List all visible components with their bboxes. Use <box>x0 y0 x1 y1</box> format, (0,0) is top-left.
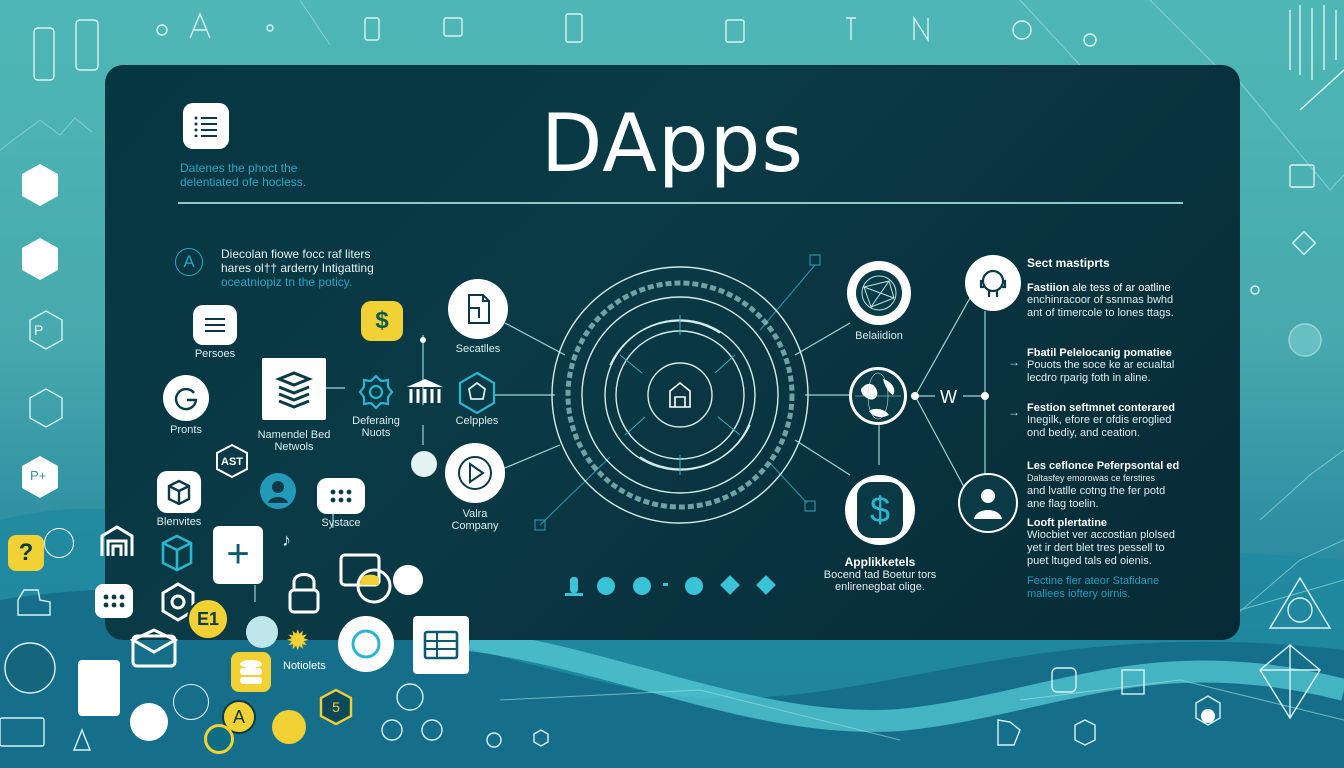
pager <box>563 575 783 605</box>
grid-dots-icon[interactable] <box>317 478 365 514</box>
grid-tile-icon[interactable] <box>95 584 133 618</box>
table-icon[interactable] <box>413 616 469 674</box>
file-icon[interactable] <box>78 660 120 716</box>
globe-outline-icon <box>173 684 209 720</box>
play-circle-icon[interactable] <box>445 443 505 503</box>
node-label-persoes: Persoes <box>194 348 236 360</box>
pager-item-circle[interactable] <box>685 577 703 595</box>
list-icon[interactable] <box>193 305 237 345</box>
ast-hexagon-icon[interactable]: AST <box>215 443 249 479</box>
list-icon[interactable] <box>183 103 229 149</box>
letter-a-circle-icon: A <box>175 248 203 276</box>
connector-lines <box>177 254 989 602</box>
node-label-systace: Systace <box>321 517 361 529</box>
coin-icon <box>44 528 74 558</box>
right-section: Looft plertatine Wiocbiet ver accostian … <box>1027 517 1175 567</box>
layers-icon[interactable] <box>262 358 326 420</box>
side-hex-label-p-plus: P+ <box>30 468 47 483</box>
side-hex-label-p: P <box>34 322 44 338</box>
lock-icon[interactable] <box>286 570 322 616</box>
person-icon[interactable] <box>958 473 1018 533</box>
user-circle-icon[interactable] <box>260 473 296 509</box>
right-section: Fastiion ale tess of ar oatline enchinra… <box>1027 282 1174 319</box>
add-document-icon[interactable]: + <box>213 526 263 584</box>
database-stack-icon[interactable] <box>393 565 423 595</box>
network-globe-icon <box>411 451 437 477</box>
house-icon[interactable] <box>98 524 136 558</box>
node-label-blenvites: Blenvites <box>156 516 202 528</box>
svg-text:5: 5 <box>332 699 340 715</box>
venn-icon[interactable] <box>338 552 394 606</box>
node-label-secatlles: Secatlles <box>455 343 501 355</box>
title-divider <box>178 202 1183 204</box>
database-icon[interactable] <box>231 652 271 692</box>
lead-text: Diecolan fiowe focc raf liters hares ol†… <box>221 247 374 289</box>
right-column-header: Sect mastiprts <box>1027 256 1110 270</box>
basket-icon[interactable] <box>130 703 168 741</box>
pager-item-circle[interactable] <box>597 577 615 595</box>
gear-icon[interactable] <box>160 582 196 622</box>
globe-wire-icon[interactable] <box>847 261 911 325</box>
settings-ring-icon[interactable] <box>338 616 394 672</box>
hexagon-icon[interactable] <box>457 371 497 415</box>
arrow-icon: → <box>1008 355 1020 369</box>
cube-icon[interactable] <box>157 471 201 513</box>
e1-badge-icon[interactable]: E1 <box>187 598 229 640</box>
hexagon-number-icon[interactable]: 5 <box>318 688 354 726</box>
refresh-badge-icon[interactable] <box>246 616 278 648</box>
bank-icon[interactable] <box>405 377 445 407</box>
node-label-celpples: Celpples <box>455 415 499 427</box>
mail-icon[interactable] <box>130 628 178 670</box>
right-section: Fbatil Pelelocanig pomatiee Pouots the s… <box>1027 347 1175 384</box>
dollar-icon[interactable]: $ <box>361 301 403 341</box>
right-column-footer: Fectine fler ateor Stafidane mallees iof… <box>1027 575 1160 600</box>
g-circle-icon[interactable] <box>163 375 209 421</box>
svg-text:AST: AST <box>221 456 243 468</box>
junction-label: W <box>940 387 957 407</box>
right-section: Les ceflonce Peferpsontal ed Daltasfey e… <box>1027 460 1180 510</box>
pager-item-diamond[interactable] <box>756 575 776 595</box>
sun-gear-icon: ✹ <box>286 625 310 656</box>
dollar-circle-icon[interactable]: $ <box>845 475 915 545</box>
dapps-panel: DApps Datenes the phoct the delentiated … <box>105 65 1240 640</box>
cube-outline-icon[interactable] <box>160 534 194 572</box>
music-icon: ♪ <box>282 530 291 550</box>
network-gear-icon[interactable] <box>357 373 395 411</box>
pager-separator <box>663 583 668 586</box>
page-title: DApps <box>540 97 805 190</box>
node-label-belaiidion: Belaiidion <box>855 330 903 342</box>
pager-item-circle[interactable] <box>633 577 651 595</box>
notelets-label: Notiolets <box>283 660 326 672</box>
arrow-icon: → <box>1008 405 1020 419</box>
intro-text: Datenes the phoct the delentiated ofe ho… <box>180 161 307 189</box>
document-icon[interactable] <box>448 279 508 339</box>
node-label-pronts: Pronts <box>170 424 202 436</box>
globe-icon[interactable] <box>849 367 907 425</box>
question-icon[interactable]: ? <box>8 535 44 571</box>
bottom-caption: Applikketels Bocend tad Boetur tors enli… <box>823 555 937 593</box>
clock-badge-icon[interactable] <box>272 710 306 744</box>
bird-badge-icon[interactable] <box>204 724 234 754</box>
pager-item-pawn[interactable] <box>563 575 585 599</box>
headset-icon[interactable] <box>965 255 1021 311</box>
right-section: Festion seftmnet conterared Inegilk, efo… <box>1027 402 1175 439</box>
pager-item-diamond[interactable] <box>720 575 740 595</box>
